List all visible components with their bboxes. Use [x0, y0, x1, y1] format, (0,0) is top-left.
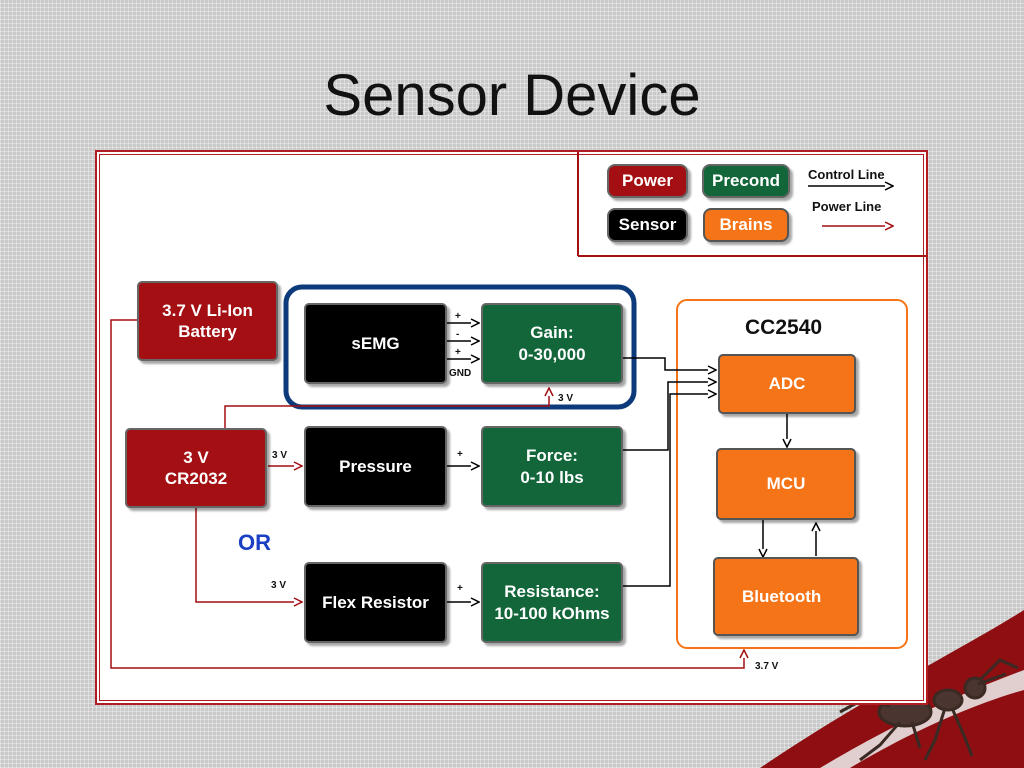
- legend-precond: Precond: [702, 164, 790, 198]
- slide-title: Sensor Device: [323, 63, 701, 128]
- legend-power-line-label: Power Line: [812, 199, 882, 214]
- pressure-block: Pressure: [304, 426, 447, 507]
- gain-voltage-label: 3 V: [558, 393, 574, 404]
- pressure-voltage-label: 3 V: [272, 450, 288, 461]
- bluetooth-block: Bluetooth: [713, 557, 859, 636]
- force-block: Force: 0-10 lbs: [481, 426, 623, 507]
- semg-block: sEMG: [304, 303, 447, 384]
- legend-sensor: Sensor: [607, 208, 688, 242]
- adc-block: ADC: [718, 354, 856, 414]
- pressure-plus-label: +: [457, 449, 463, 460]
- diagram-frame-inner: [99, 154, 924, 701]
- semg-plus-label: +: [455, 311, 461, 322]
- force-to-adc-line: [623, 382, 716, 451]
- resistance-block: Resistance: 10-100 kOhms: [481, 562, 623, 643]
- gain-to-adc-line: [623, 357, 716, 370]
- battery-to-cc2540-power-line: [110, 319, 744, 669]
- legend-control-line-label: Control Line: [808, 167, 885, 182]
- resistance-to-adc-line: [623, 394, 716, 587]
- or-label: OR: [238, 530, 271, 555]
- flex-resistor-block: Flex Resistor: [304, 562, 447, 643]
- coin-to-flex-power-line: [195, 508, 302, 602]
- flex-voltage-label: 3 V: [271, 580, 287, 591]
- legend-brains: Brains: [703, 208, 789, 242]
- legend-box: [577, 152, 926, 257]
- coin-to-gain-power-line: [224, 388, 549, 428]
- gnd-label: GND: [449, 368, 472, 379]
- cc2540-container: [676, 299, 908, 649]
- semg-minus-label: -: [456, 329, 460, 340]
- cc2540-title: CC2540: [745, 316, 823, 339]
- cc2540-voltage-label: 3.7 V: [755, 661, 779, 672]
- legend-power: Power: [607, 164, 688, 198]
- mcu-block: MCU: [716, 448, 856, 520]
- coin-cell-block: 3 V CR2032: [125, 428, 267, 508]
- semg-plus-label-2: +: [455, 347, 461, 358]
- semg-highlight: [283, 284, 637, 410]
- battery-block: 3.7 V Li-Ion Battery: [137, 281, 278, 361]
- gain-block: Gain: 0-30,000: [481, 303, 623, 384]
- flex-plus-label: +: [457, 583, 463, 594]
